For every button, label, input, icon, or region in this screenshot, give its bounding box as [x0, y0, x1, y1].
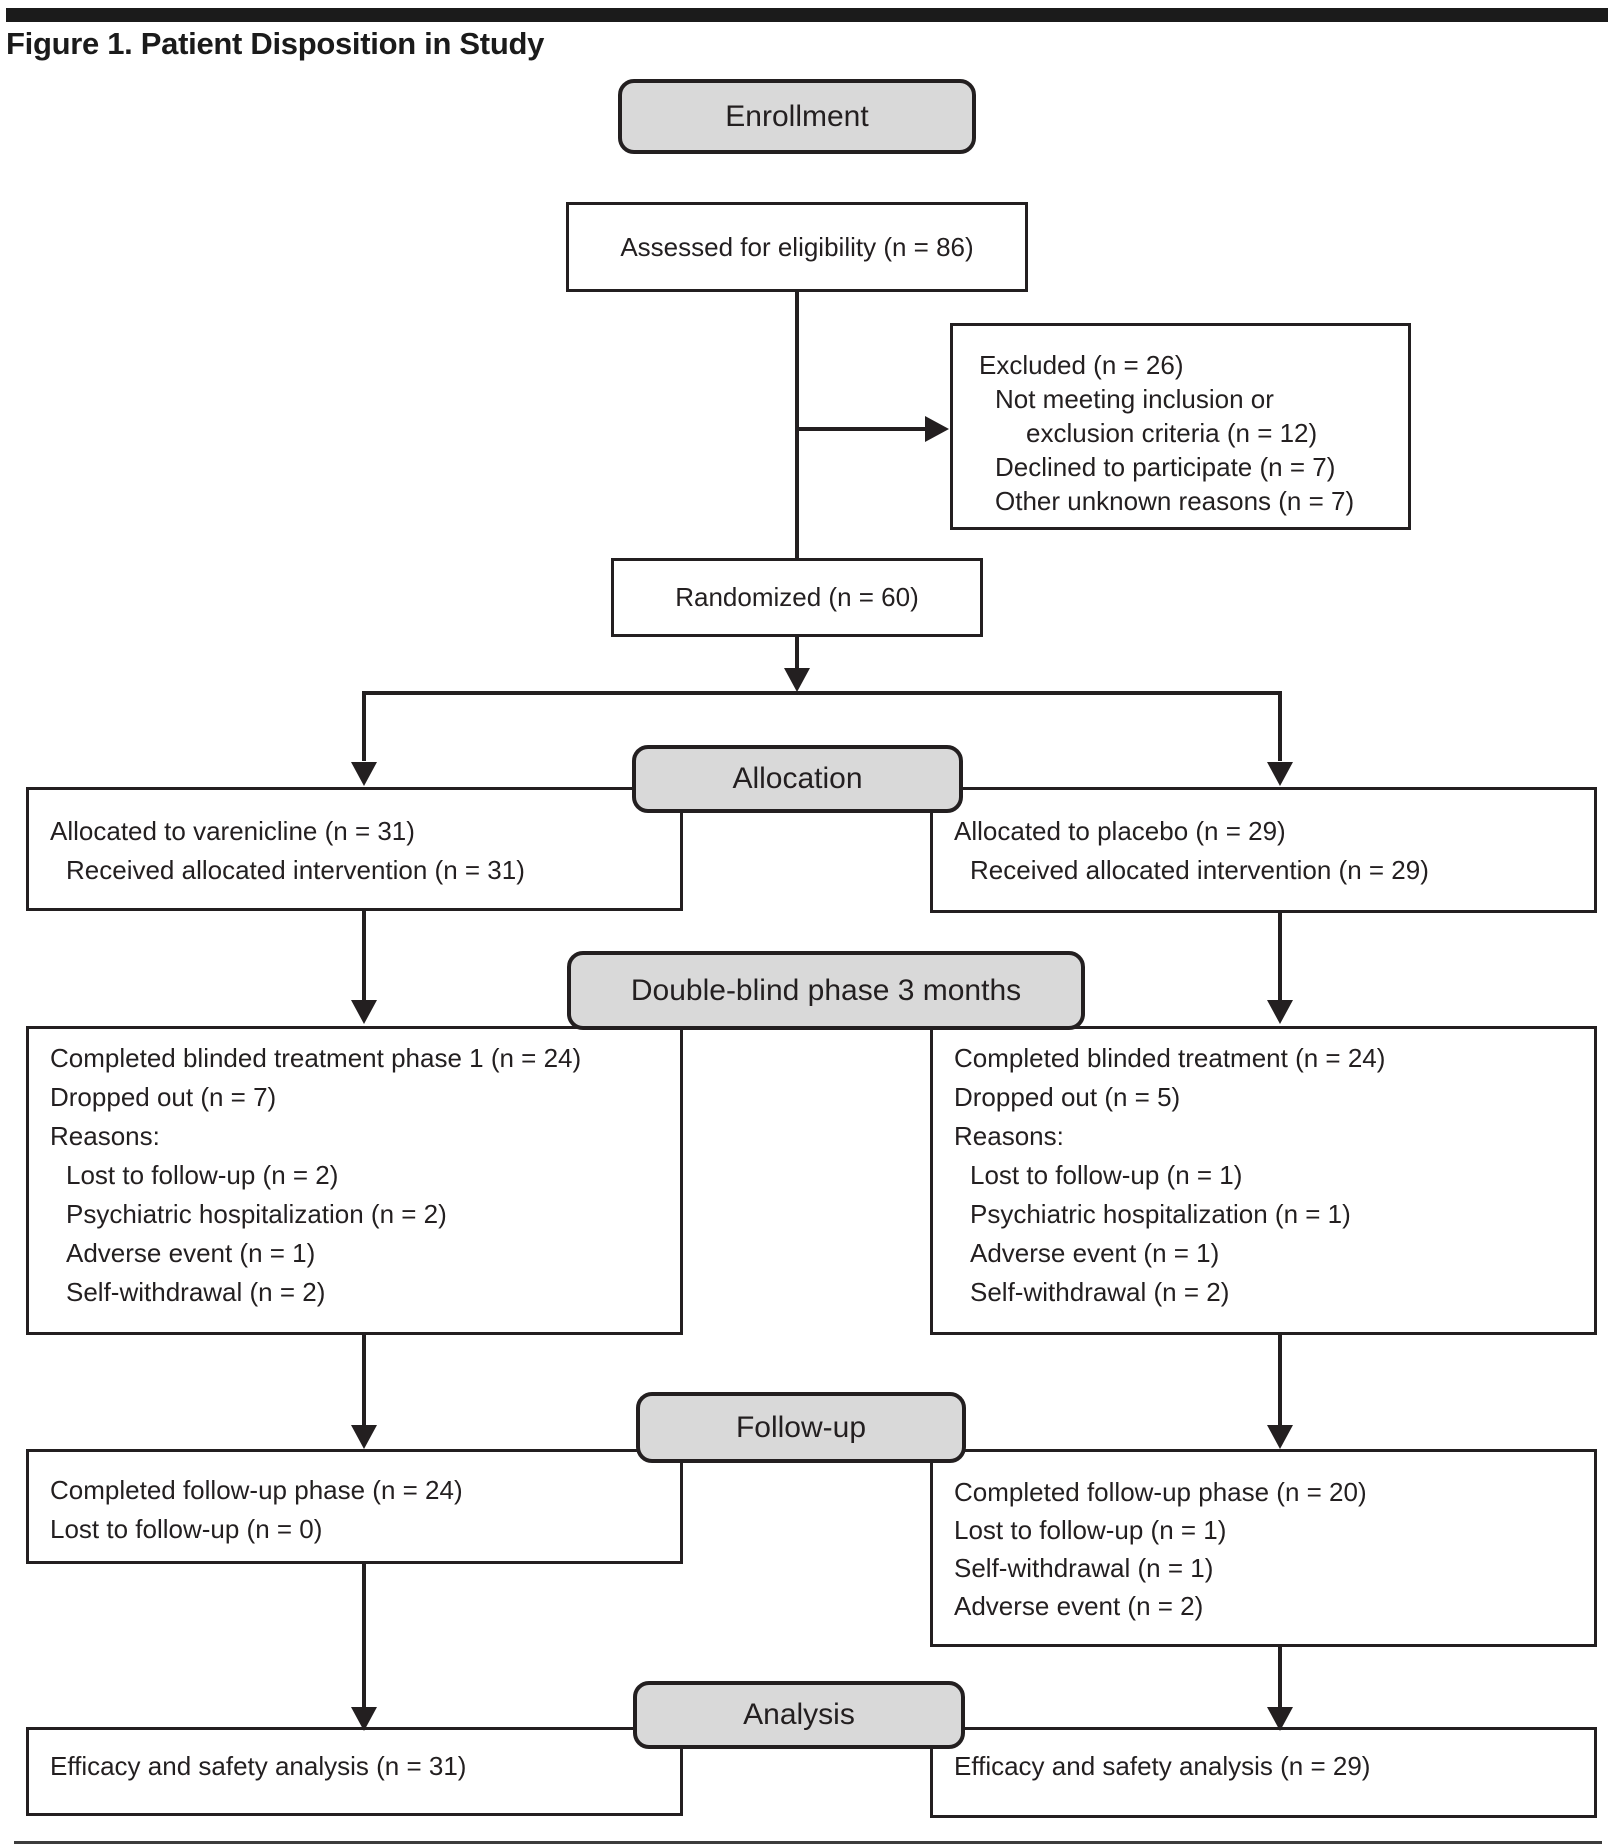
box-text-line: Lost to follow-up (n = 1) [970, 1160, 1243, 1190]
arrowhead-down-followup-left [351, 1425, 377, 1449]
box-text-line: exclusion criteria (n = 12) [1026, 418, 1318, 448]
box-text-line: Lost to follow-up (n = 1) [954, 1515, 1227, 1545]
box-text-line: Adverse event (n = 1) [970, 1238, 1220, 1268]
box-text-line: Allocated to varenicline (n = 31) [50, 816, 415, 846]
arrowhead-right-excluded [925, 416, 949, 442]
box-allocated-placebo: Allocated to placebo (n = 29) Received al… [930, 787, 1597, 913]
stage-analysis: Analysis [633, 1681, 965, 1749]
connector-branch-to-placebo [1278, 693, 1282, 761]
box-double-blind-placebo: Completed blinded treatment (n = 24) Drop… [930, 1026, 1597, 1335]
box-follow-up-placebo: Completed follow-up phase (n = 20) Lost t… [930, 1449, 1597, 1647]
box-text-line: Dropped out (n = 7) [50, 1082, 277, 1112]
box-analysis-varenicline: Efficacy and safety analysis (n = 31) [26, 1727, 683, 1816]
connector-phase-to-followup-left [362, 1333, 366, 1426]
box-text-line: Psychiatric hospitalization (n = 2) [66, 1199, 447, 1229]
box-text-line: Completed blinded treatment phase 1 (n =… [50, 1043, 582, 1073]
arrowhead-down-branch [784, 668, 810, 692]
branch-line [362, 691, 1282, 695]
box-text-line: Reasons: [50, 1121, 160, 1151]
stage-follow-up: Follow-up [636, 1392, 966, 1463]
box-text-line: Self-withdrawal (n = 2) [970, 1277, 1230, 1307]
arrowhead-down-phase-left [351, 1000, 377, 1024]
box-text-line: Self-withdrawal (n = 1) [954, 1553, 1214, 1583]
box-allocated-varenicline: Allocated to varenicline (n = 31) Receive… [26, 787, 683, 911]
connector-alloc-to-phase-right [1278, 911, 1282, 1001]
box-follow-up-varenicline: Completed follow-up phase (n = 24) Lost t… [26, 1449, 683, 1564]
box-text-line: Self-withdrawal (n = 2) [66, 1277, 326, 1307]
box-assessed-eligibility: Assessed for eligibility (n = 86) [566, 202, 1028, 292]
box-text-line: Psychiatric hospitalization (n = 1) [970, 1199, 1351, 1229]
box-text-line: Excluded (n = 26) [979, 350, 1184, 380]
box-text-line: Other unknown reasons (n = 7) [995, 486, 1355, 516]
box-text-line: Dropped out (n = 5) [954, 1082, 1181, 1112]
box-text-line: Not meeting inclusion or [995, 384, 1274, 414]
connector-randomized-to-branch [795, 637, 799, 669]
top-rule [6, 8, 1608, 22]
figure-title: Figure 1. Patient Disposition in Study [6, 26, 545, 61]
box-text-line: Efficacy and safety analysis (n = 31) [50, 1751, 467, 1781]
box-text-line: Completed follow-up phase (n = 24) [50, 1475, 463, 1505]
bottom-rule [14, 1841, 1602, 1844]
connector-assessed-to-randomized [795, 292, 799, 558]
arrowhead-down-followup-right [1267, 1425, 1293, 1449]
box-text-line: Lost to follow-up (n = 2) [66, 1160, 339, 1190]
arrowhead-down-placebo [1267, 762, 1293, 786]
stage-enrollment: Enrollment [618, 79, 976, 154]
arrowhead-down-varenicline [351, 762, 377, 786]
box-text-line: Efficacy and safety analysis (n = 29) [954, 1751, 1371, 1781]
box-text-line: Completed follow-up phase (n = 20) [954, 1477, 1367, 1507]
connector-followup-to-analysis-left [362, 1562, 366, 1708]
box-double-blind-varenicline: Completed blinded treatment phase 1 (n =… [26, 1026, 683, 1335]
box-text-line: Adverse event (n = 1) [66, 1238, 316, 1268]
box-text-line: Completed blinded treatment (n = 24) [954, 1043, 1386, 1073]
stage-double-blind-phase: Double-blind phase 3 months [567, 951, 1085, 1030]
box-text-line: Received allocated intervention (n = 31) [66, 855, 525, 885]
connector-followup-to-analysis-right [1278, 1645, 1282, 1708]
connector-to-excluded [797, 427, 925, 431]
arrowhead-down-phase-right [1267, 1000, 1293, 1024]
box-excluded: Excluded (n = 26) Not meeting inclusion o… [950, 323, 1411, 530]
box-analysis-placebo: Efficacy and safety analysis (n = 29) [930, 1727, 1597, 1818]
box-text-line: Declined to participate (n = 7) [995, 452, 1336, 482]
box-text-line: Adverse event (n = 2) [954, 1591, 1204, 1621]
box-text-line: Lost to follow-up (n = 0) [50, 1514, 323, 1544]
box-randomized: Randomized (n = 60) [611, 558, 983, 637]
arrowhead-down-analysis-right [1267, 1707, 1293, 1731]
box-text-line: Reasons: [954, 1121, 1064, 1151]
connector-alloc-to-phase-left [362, 909, 366, 1001]
connector-branch-to-varenicline [362, 693, 366, 761]
connector-phase-to-followup-right [1278, 1333, 1282, 1426]
arrowhead-down-analysis-left [351, 1707, 377, 1731]
box-text-line: Allocated to placebo (n = 29) [954, 816, 1286, 846]
stage-allocation: Allocation [632, 745, 963, 813]
box-text-line: Received allocated intervention (n = 29) [970, 855, 1429, 885]
